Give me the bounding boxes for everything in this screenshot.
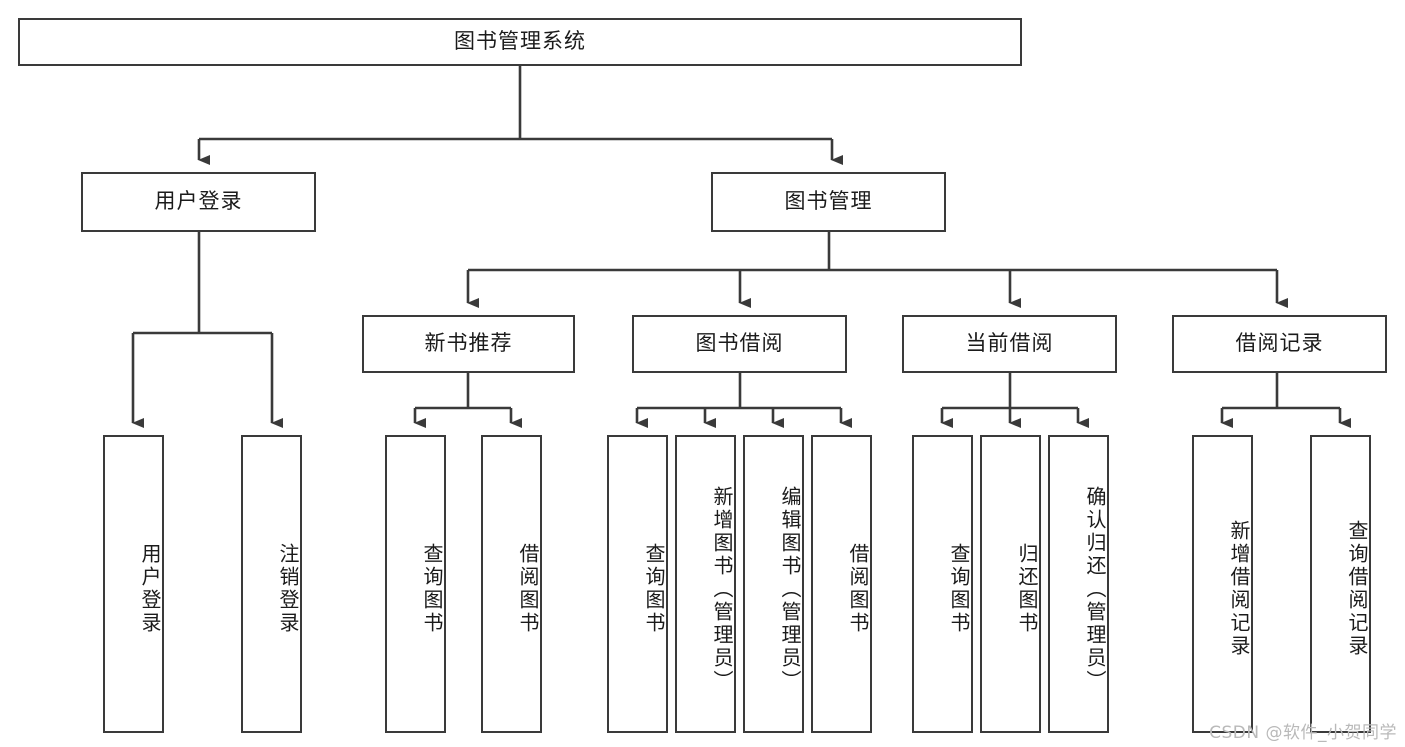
node-label: 图书管理系统 [454, 29, 586, 54]
leaf-edit-book-admin[interactable]: 编辑图书（管理员） [743, 435, 804, 733]
node-label: 用户登录 [138, 543, 162, 635]
node-label: 查询图书 [947, 543, 971, 635]
node-book-borrow[interactable]: 图书借阅 [632, 315, 847, 373]
leaf-add-book-admin[interactable]: 新增图书（管理员） [675, 435, 736, 733]
leaf-logout-login[interactable]: 注销登录 [241, 435, 302, 733]
node-label: 图书借阅 [695, 331, 784, 356]
node-label: 确认归还（管理员） [1083, 485, 1107, 693]
node-label: 用户登录 [154, 189, 243, 214]
leaf-confirm-return-admin[interactable]: 确认归还（管理员） [1048, 435, 1109, 733]
node-label: 归还图书 [1015, 543, 1039, 635]
node-label: 借阅图书 [516, 543, 540, 635]
csdn-watermark: CSDN @软件_小贺同学 [1209, 723, 1397, 743]
leaf-query-book-recommend[interactable]: 查询图书 [385, 435, 446, 733]
node-label: 查询图书 [420, 543, 444, 635]
node-root-book-management-system[interactable]: 图书管理系统 [18, 18, 1022, 66]
node-new-book-recommend[interactable]: 新书推荐 [362, 315, 575, 373]
node-label: 图书管理 [784, 189, 873, 214]
leaf-query-borrow-record[interactable]: 查询借阅记录 [1310, 435, 1371, 733]
leaf-user-login[interactable]: 用户登录 [103, 435, 164, 733]
node-label: 当前借阅 [965, 331, 1054, 356]
node-label: 编辑图书（管理员） [778, 485, 802, 693]
node-label: 新增图书（管理员） [710, 485, 734, 693]
leaf-add-borrow-record[interactable]: 新增借阅记录 [1192, 435, 1253, 733]
node-label: 借阅记录 [1235, 331, 1324, 356]
node-label: 借阅图书 [846, 543, 870, 635]
leaf-borrow-book-recommend[interactable]: 借阅图书 [481, 435, 542, 733]
node-label: 注销登录 [276, 543, 300, 635]
node-current-borrow[interactable]: 当前借阅 [902, 315, 1117, 373]
node-borrow-record[interactable]: 借阅记录 [1172, 315, 1387, 373]
leaf-query-book-borrow[interactable]: 查询图书 [607, 435, 668, 733]
leaf-borrow-book[interactable]: 借阅图书 [811, 435, 872, 733]
node-label: 新增借阅记录 [1227, 520, 1251, 658]
node-user-login[interactable]: 用户登录 [81, 172, 316, 232]
node-label: 查询图书 [642, 543, 666, 635]
leaf-query-book-current[interactable]: 查询图书 [912, 435, 973, 733]
leaf-return-book[interactable]: 归还图书 [980, 435, 1041, 733]
node-label: 新书推荐 [424, 331, 513, 356]
node-book-management[interactable]: 图书管理 [711, 172, 946, 232]
node-label: 查询借阅记录 [1345, 520, 1369, 658]
